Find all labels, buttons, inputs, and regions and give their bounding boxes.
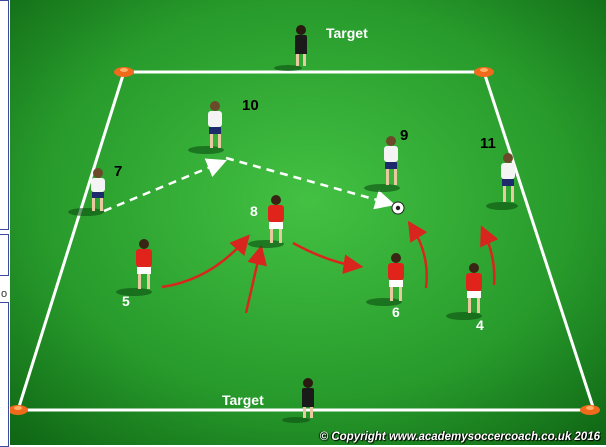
red-player-5	[116, 239, 152, 296]
run-arrow-6	[407, 220, 428, 289]
pass-arrow-7-to-10	[103, 158, 227, 213]
pitch-grass	[10, 0, 606, 445]
red-player-6	[366, 253, 404, 306]
run-arrow-5	[161, 234, 250, 289]
white-player-9	[364, 136, 400, 192]
panel-frame-middle	[0, 234, 9, 276]
panel-frame-bottom	[0, 302, 9, 447]
player-number-5: 5	[122, 293, 130, 309]
player-number-11: 11	[480, 135, 496, 152]
copyright-notice: © Copyright www.academysoccercoach.co.uk…	[319, 431, 600, 443]
soccer-ball	[391, 201, 405, 215]
cone-bottom-left	[10, 405, 28, 415]
target-player-bottom	[282, 378, 314, 423]
pass-arrow-10-to-9	[225, 156, 396, 210]
player-number-8: 8	[250, 203, 258, 219]
white-player-11	[486, 153, 518, 210]
left-panel-edge: o	[0, 0, 12, 447]
cone-top-right	[474, 67, 494, 77]
target-label-bottom: Target	[222, 392, 264, 408]
player-number-7: 7	[114, 163, 122, 180]
player-number-4: 4	[476, 317, 484, 333]
player-number-9: 9	[400, 127, 408, 144]
soccer-drill-diagram: Target Target 10 7 9	[10, 0, 606, 445]
target-player-top	[274, 25, 307, 71]
cone-bottom-right	[580, 405, 600, 415]
target-label-top: Target	[326, 25, 368, 41]
player-number-10: 10	[242, 97, 259, 114]
cone-top-left	[114, 67, 134, 77]
red-player-8	[248, 195, 284, 248]
white-player-10	[188, 101, 224, 154]
run-arrow-from-bottom	[244, 244, 267, 314]
player-number-6: 6	[392, 304, 400, 320]
panel-frame-top	[0, 0, 9, 230]
white-player-7	[68, 168, 105, 216]
run-arrow-4	[480, 225, 499, 286]
run-arrow-8	[292, 241, 364, 275]
red-player-4	[446, 263, 482, 320]
cut-off-text: o	[1, 288, 8, 300]
